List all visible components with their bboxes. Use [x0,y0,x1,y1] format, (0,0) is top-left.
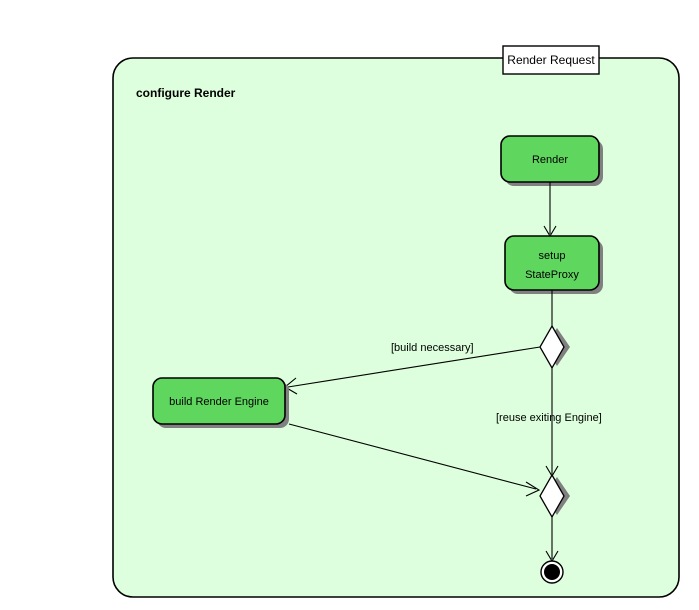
activity-node-render[interactable]: Render [500,135,603,186]
setup-node-body [504,235,600,291]
render-node-label: Render [532,154,568,166]
decision-node[interactable] [539,324,570,370]
partition-title: configure Render [136,86,236,100]
build-node-label: build Render Engine [169,396,269,408]
final-node-core [544,564,560,580]
activity-partition-frame [112,57,680,598]
setup-node-label-line1: setup [539,250,566,262]
guard-label-reuse-exiting-engine: [reuse exiting Engine] [496,412,602,424]
entry-point-label: Render Request [507,53,595,67]
activity-node-build-render-engine[interactable]: build Render Engine [152,377,289,428]
entry-point-box[interactable] [502,45,600,75]
merge-node[interactable] [539,473,570,519]
guard-label-build-necessary: [build necessary] [391,342,474,354]
edge-build-to-merge [288,423,541,497]
activity-node-setup-state-proxy[interactable]: setup StateProxy [504,235,603,294]
setup-node-label-line2: StateProxy [525,269,579,281]
final-node[interactable] [540,560,564,584]
arrowhead [525,481,541,497]
build-node-body [152,377,286,425]
